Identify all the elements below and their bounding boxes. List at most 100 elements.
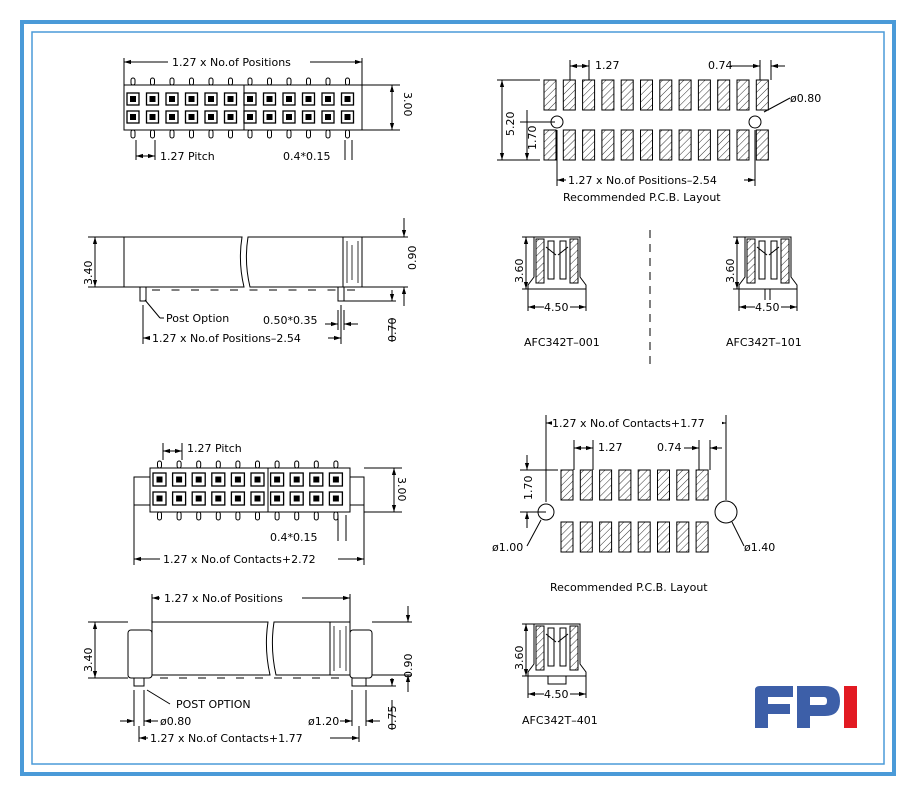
pcb-pad bbox=[543, 129, 557, 161]
pcb-pad bbox=[599, 469, 613, 501]
pcb-pad bbox=[659, 79, 673, 111]
contact-cell-core bbox=[195, 476, 202, 483]
pcb-pad bbox=[657, 469, 670, 501]
profile-width-label: 4.50 bbox=[755, 301, 780, 314]
pcb-pad bbox=[678, 79, 692, 111]
profile-height-label: 3.60 bbox=[724, 259, 737, 284]
pcb-pad bbox=[579, 521, 593, 553]
pin bbox=[235, 511, 241, 521]
pin bbox=[157, 460, 162, 469]
pcb2-hole-small-label: ø1.00 bbox=[492, 541, 523, 554]
pin bbox=[325, 129, 331, 139]
contact-left bbox=[547, 627, 555, 667]
pin bbox=[286, 129, 292, 139]
contact-cell-core bbox=[313, 495, 320, 502]
contact-cell-core bbox=[130, 114, 136, 120]
contact-cell-core bbox=[332, 476, 339, 483]
contact-cell-core bbox=[274, 476, 281, 483]
top1-pin-label: 0.4*0.15 bbox=[283, 150, 331, 163]
side2-positions-label: 1.27 x No.of Positions bbox=[164, 592, 283, 605]
contact-cell-core bbox=[254, 476, 261, 483]
pcb-pad bbox=[543, 79, 557, 111]
pcb-pad bbox=[640, 129, 653, 161]
profile-wall-right bbox=[569, 625, 579, 671]
contact-cell-core bbox=[195, 495, 202, 502]
pin bbox=[189, 77, 194, 86]
contact-cell-core bbox=[234, 476, 241, 483]
pcb-pad bbox=[637, 521, 651, 553]
side2-090-label: 0.90 bbox=[402, 654, 415, 679]
side1-span-label: 1.27 x No.of Positions–2.54 bbox=[152, 332, 301, 345]
pin bbox=[196, 460, 202, 469]
pcb-pad bbox=[676, 521, 690, 553]
pin bbox=[208, 77, 214, 86]
pcb-pad bbox=[601, 79, 615, 111]
pin bbox=[345, 77, 350, 86]
pcb2-caption: Recommended P.C.B. Layout bbox=[550, 581, 708, 594]
contact-cell-core bbox=[227, 114, 234, 120]
pcb-pad bbox=[601, 129, 615, 161]
pcb-pad bbox=[657, 521, 670, 553]
contact-cell-core bbox=[156, 476, 163, 483]
inner-frame bbox=[31, 31, 885, 765]
contact-cell-core bbox=[305, 96, 312, 102]
contact-cell-core bbox=[130, 96, 136, 102]
contact-left bbox=[547, 240, 555, 280]
pin bbox=[228, 129, 233, 139]
profile-wall-left bbox=[746, 238, 756, 284]
contact-spring bbox=[756, 246, 780, 256]
pcb-pad bbox=[717, 129, 731, 161]
profile-001-part: AFC342T–001 bbox=[524, 336, 600, 349]
contact-cell-core bbox=[266, 96, 273, 102]
top2-pitch-label: 1.27 Pitch bbox=[187, 442, 242, 455]
top1-positions-label: 1.27 x No.of Positions bbox=[172, 56, 291, 69]
contact-cell-core bbox=[344, 114, 351, 120]
pcb-pad bbox=[562, 79, 576, 111]
profile-width-label: 4.50 bbox=[544, 301, 569, 314]
profile-post bbox=[764, 288, 771, 302]
contact-cell-core bbox=[215, 495, 222, 502]
pcb-pad bbox=[697, 129, 711, 161]
top2-height-label: 3.00 bbox=[395, 477, 408, 502]
contact-spring bbox=[545, 246, 569, 256]
pcb1-height-label: 5.20 bbox=[504, 112, 517, 137]
contact-cell-core bbox=[215, 476, 222, 483]
pin bbox=[313, 460, 319, 469]
contact-cell-core bbox=[208, 114, 214, 120]
pin bbox=[169, 129, 175, 139]
pin bbox=[255, 460, 260, 469]
pcb-pad bbox=[695, 469, 709, 501]
pin bbox=[157, 511, 162, 521]
pcb2-pitch-label: 1.27 bbox=[598, 441, 623, 454]
side1-body-left bbox=[123, 236, 245, 288]
contact-cell-core bbox=[325, 114, 331, 120]
profile-401-part: AFC342T–401 bbox=[522, 714, 598, 727]
contact-cell-core bbox=[208, 96, 214, 102]
side1-090-label: 0.90 bbox=[406, 246, 419, 271]
profile-afc342t-101: 3.60 4.50 bbox=[724, 236, 798, 314]
contact-cell-core bbox=[149, 114, 156, 120]
pin bbox=[294, 460, 300, 469]
side2-body-right bbox=[271, 621, 351, 676]
label-mask bbox=[544, 687, 570, 699]
profile-wall-left bbox=[535, 238, 545, 284]
contact-cell-core bbox=[247, 96, 253, 102]
contact-cell-core bbox=[305, 114, 312, 120]
top-view-1: 1.27 x No.of Positions 3.00 1.27 Pitch 0… bbox=[123, 55, 414, 163]
side2-body-left bbox=[151, 621, 271, 676]
pcb2-hole-large-label: ø1.40 bbox=[744, 541, 775, 554]
side1-post-size-label: 0.50*0.35 bbox=[263, 314, 317, 327]
profile-afc342t-001: 3.60 4.50 bbox=[513, 236, 587, 314]
contact-cell-core bbox=[313, 476, 320, 483]
profile-height-label: 3.60 bbox=[513, 259, 526, 284]
side2-height-label: 3.40 bbox=[82, 648, 95, 673]
pin bbox=[196, 511, 202, 521]
side1-body-right bbox=[245, 236, 363, 288]
pin bbox=[313, 511, 319, 521]
pin bbox=[176, 511, 182, 521]
pcb-pad bbox=[676, 469, 690, 501]
side1-height-label: 3.40 bbox=[82, 261, 95, 286]
pcb1-pad-label: 0.74 bbox=[708, 59, 733, 72]
contact-right bbox=[770, 240, 778, 280]
side2-hole-large-label: ø1.20 bbox=[308, 715, 339, 728]
